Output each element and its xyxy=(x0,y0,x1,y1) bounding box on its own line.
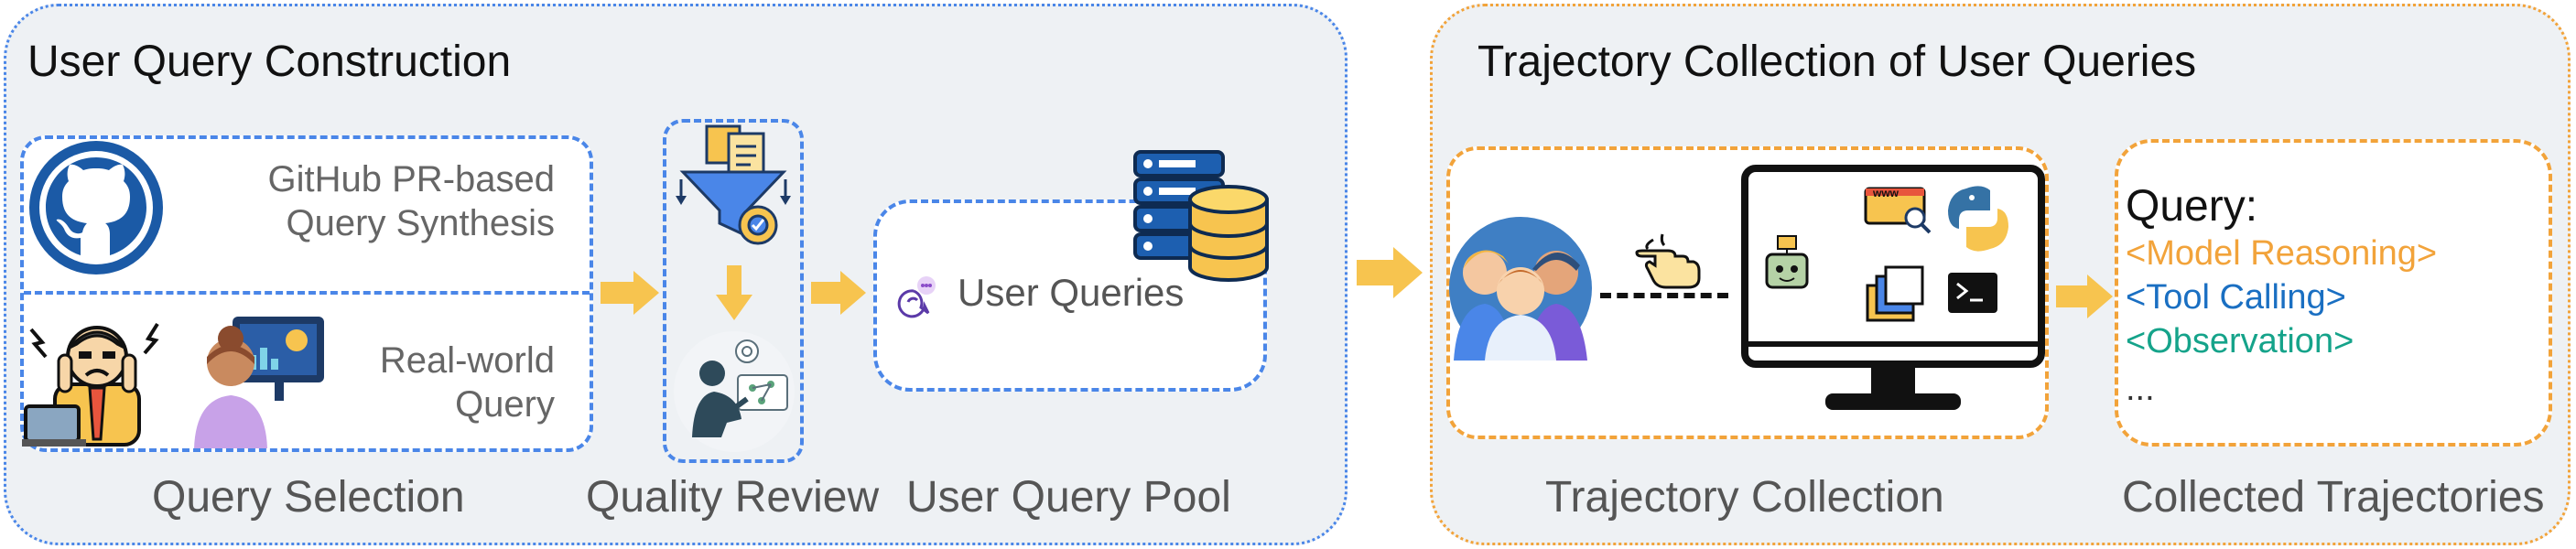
arrow-construction-to-collection xyxy=(1357,247,1423,298)
stressed-developer-icon xyxy=(22,311,168,448)
github-text-line1: GitHub PR-based xyxy=(267,159,555,199)
github-query-text: GitHub PR-based Query Synthesis xyxy=(183,157,555,245)
quality-review-label: Quality Review xyxy=(586,473,880,522)
observation-tag: <Observation> xyxy=(2126,322,2354,361)
realworld-text-line1: Real-world xyxy=(379,340,555,381)
user-to-computer-connector xyxy=(1600,293,1728,298)
left-panel-title: User Query Construction xyxy=(27,38,512,86)
ellipsis-text: ... xyxy=(2126,370,2155,408)
trajectory-collection-label: Trajectory Collection xyxy=(1545,473,1944,522)
user-query-pool-label: User Query Pool xyxy=(906,473,1231,522)
server-database-icon xyxy=(1131,146,1269,284)
realworld-text-line2: Query xyxy=(455,384,555,425)
arrow-selection-to-review xyxy=(601,271,659,315)
user-queries-label: User Queries xyxy=(958,271,1185,314)
tool-calling-tag: <Tool Calling> xyxy=(2126,278,2346,317)
collected-trajectories-label: Collected Trajectories xyxy=(2122,473,2545,522)
github-icon xyxy=(27,139,165,276)
model-reasoning-tag: <Model Reasoning> xyxy=(2126,234,2438,273)
computer-monitor-icon xyxy=(1741,165,2045,419)
filter-funnel-icon xyxy=(674,123,793,249)
reviewer-illustration-icon xyxy=(672,328,796,456)
chat-bubble-icon xyxy=(895,274,939,318)
analyst-with-dashboard-icon xyxy=(183,311,330,448)
realworld-query-text: Real-world Query xyxy=(366,339,555,426)
quality-review-box xyxy=(663,119,804,463)
github-text-line2: Query Synthesis xyxy=(286,203,555,243)
query-heading: Query: xyxy=(2126,182,2258,231)
right-panel-title: Trajectory Collection of User Queries xyxy=(1477,38,2197,86)
arrow-review-down xyxy=(716,265,752,320)
users-group-icon xyxy=(1448,216,1593,361)
collected-trajectories-box xyxy=(2115,139,2552,447)
arrow-collection-to-collected xyxy=(2056,274,2113,318)
arrow-review-to-pool xyxy=(811,271,866,315)
query-selection-label: Query Selection xyxy=(152,473,465,522)
www-label: www xyxy=(1873,187,1900,199)
query-selection-divider xyxy=(24,291,590,295)
pointing-hand-icon xyxy=(1635,232,1703,289)
